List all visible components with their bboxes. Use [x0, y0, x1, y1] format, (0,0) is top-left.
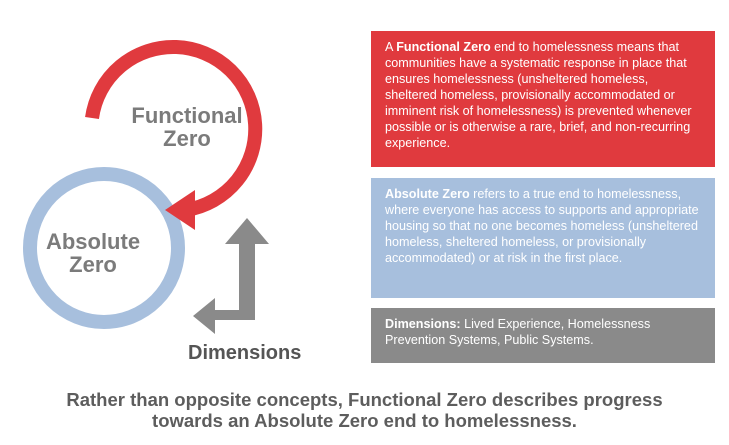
footer-caption-line1: Rather than opposite concepts, Functiona… — [66, 389, 663, 410]
absolute-zero-definition: refers to a true end to homelessness, wh… — [385, 187, 699, 265]
functional-zero-definition-box: A Functional Zero end to homelessness me… — [371, 31, 715, 167]
absolute-zero-label-line1: Absolute — [45, 229, 141, 254]
functional-zero-label-line1: Functional — [131, 103, 243, 128]
footer-caption-line2: towards an Absolute Zero end to homeless… — [152, 410, 577, 431]
dimensions-arrow-icon — [193, 218, 269, 334]
zero-concepts-diagram: Functional Zero Absolute Zero Dimensions — [0, 0, 360, 380]
absolute-zero-term: Absolute Zero — [385, 187, 470, 201]
functional-zero-prefix: A — [385, 40, 397, 54]
cycle-graphic — [23, 40, 269, 334]
functional-zero-arc — [85, 40, 263, 217]
dimensions-definition: Lived Experience, Homelessness Preventio… — [385, 317, 651, 347]
absolute-zero-ring — [23, 167, 185, 329]
dimensions-label: Dimensions — [188, 342, 302, 364]
functional-zero-definition: end to homelessness means that communiti… — [385, 40, 692, 150]
absolute-zero-definition-box: Absolute Zero refers to a true end to ho… — [371, 178, 715, 298]
dimensions-term: Dimensions: — [385, 317, 461, 331]
functional-zero-label-line2: Zero — [163, 126, 211, 152]
absolute-zero-label: Absolute Zero — [18, 230, 168, 276]
functional-zero-term: Functional Zero — [396, 40, 491, 54]
dimensions-definition-box: Dimensions: Lived Experience, Homelessne… — [371, 308, 715, 363]
footer-caption: Rather than opposite concepts, Functiona… — [0, 389, 729, 431]
absolute-zero-label-line2: Zero — [69, 252, 117, 278]
functional-zero-label: Functional Zero — [112, 104, 262, 150]
functional-zero-arrow-icon — [165, 190, 195, 230]
